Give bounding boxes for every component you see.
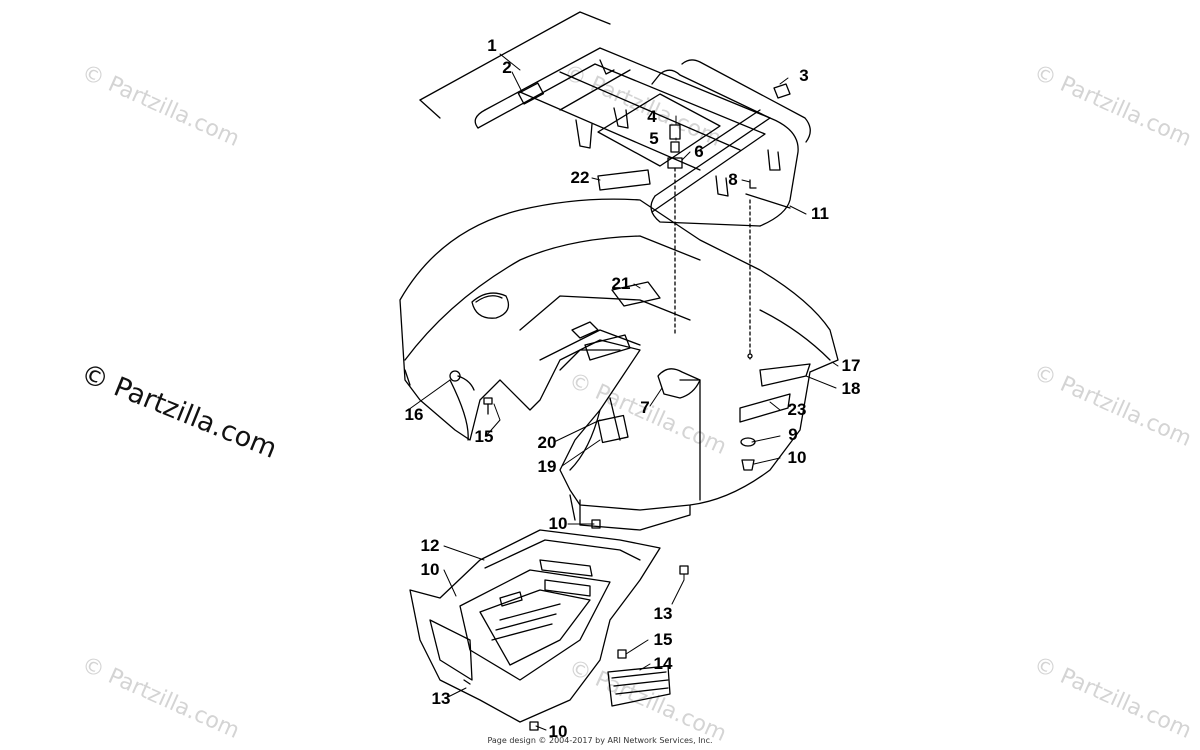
rear-fender xyxy=(399,198,839,531)
callout-19: 19 xyxy=(537,457,557,476)
callout-5: 5 xyxy=(649,129,659,148)
callout-23: 23 xyxy=(787,400,807,419)
callout-14: 14 xyxy=(653,654,673,673)
callout-2: 2 xyxy=(502,58,512,77)
callout-21: 21 xyxy=(611,274,631,293)
leader-lines xyxy=(407,53,839,731)
callout-13-right: 13 xyxy=(653,604,673,623)
rear-rack xyxy=(474,47,811,227)
callout-20: 20 xyxy=(537,433,557,452)
group-bracket xyxy=(419,11,611,119)
bolt-stack xyxy=(667,124,757,361)
callout-15-lower: 15 xyxy=(653,630,673,649)
callout-13-left: 13 xyxy=(431,689,451,708)
callout-11: 11 xyxy=(811,204,829,223)
fasteners-upper xyxy=(483,397,756,529)
callout-1: 1 xyxy=(487,36,497,55)
callout-18: 18 xyxy=(841,379,861,398)
callout-10-bottom: 10 xyxy=(548,722,568,741)
step-plate-14 xyxy=(529,649,671,731)
footwell-panel xyxy=(409,529,689,723)
callout-3: 3 xyxy=(799,66,809,85)
callout-17: 17 xyxy=(841,356,861,375)
callout-10-left: 10 xyxy=(420,560,440,579)
callout-10-right: 10 xyxy=(787,448,807,467)
fender-flare xyxy=(449,363,811,423)
callout-6: 6 xyxy=(694,142,704,161)
callout-10-mid: 10 xyxy=(548,514,568,533)
callout-9: 9 xyxy=(788,425,798,444)
callout-12: 12 xyxy=(420,536,440,555)
decal-22 xyxy=(597,169,651,191)
copyright-footer: Page design © 2004-2017 by ARI Network S… xyxy=(487,736,713,745)
callout-7: 7 xyxy=(640,398,650,417)
callout-8: 8 xyxy=(728,170,738,189)
callout-15-upper: 15 xyxy=(474,427,494,446)
callout-4: 4 xyxy=(647,107,657,126)
callout-22: 22 xyxy=(570,168,590,187)
callout-16: 16 xyxy=(404,405,424,424)
